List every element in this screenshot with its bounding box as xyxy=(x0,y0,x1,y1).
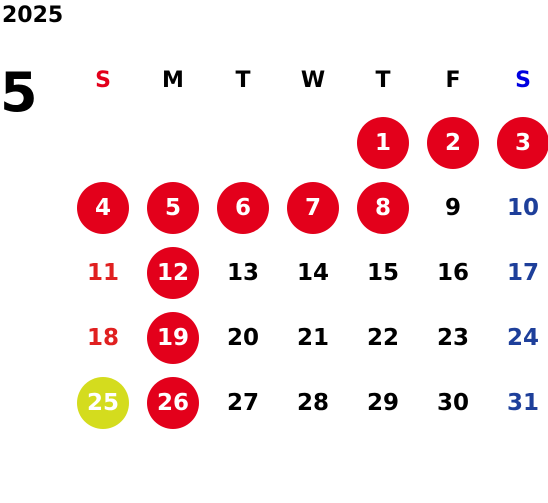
day-cell[interactable]: 12 xyxy=(138,240,208,305)
day-cell[interactable]: 16 xyxy=(418,240,488,305)
day-cell[interactable]: 14 xyxy=(278,240,348,305)
day-cell[interactable]: 23 xyxy=(418,305,488,370)
day-cell[interactable]: 3 xyxy=(488,110,548,175)
day-cell[interactable]: 5 xyxy=(138,175,208,240)
day-cell[interactable]: 31 xyxy=(488,370,548,435)
day-highlight-circle: 19 xyxy=(147,311,199,364)
day-highlight-circle: 8 xyxy=(357,181,409,234)
day-number: 28 xyxy=(296,389,329,416)
day-highlight-circle: 3 xyxy=(497,116,548,169)
day-cell[interactable]: 21 xyxy=(278,305,348,370)
day-cell[interactable]: 7 xyxy=(278,175,348,240)
day-cell[interactable]: 15 xyxy=(348,240,418,305)
day-number: 24 xyxy=(506,324,539,351)
day-number: 15 xyxy=(366,259,399,286)
day-cell[interactable]: 8 xyxy=(348,175,418,240)
day-number: 31 xyxy=(506,389,539,416)
day-cell[interactable]: 18 xyxy=(68,305,138,370)
day-number: 23 xyxy=(436,324,469,351)
day-number: 30 xyxy=(436,389,469,416)
day-highlight-circle: 4 xyxy=(77,181,129,234)
day-number: 10 xyxy=(506,194,539,221)
day-highlight-circle: 7 xyxy=(287,181,339,234)
day-number: 21 xyxy=(296,324,329,351)
day-cell[interactable]: 1 xyxy=(348,110,418,175)
empty-cell xyxy=(208,110,278,175)
weekday-label: S xyxy=(95,67,111,93)
day-number: 17 xyxy=(506,259,539,286)
day-highlight-circle: 2 xyxy=(427,116,479,169)
day-cell[interactable]: 6 xyxy=(208,175,278,240)
day-number: 18 xyxy=(86,324,119,351)
empty-cell xyxy=(138,110,208,175)
day-cell[interactable]: 29 xyxy=(348,370,418,435)
day-number: 16 xyxy=(436,259,469,286)
day-cell[interactable]: 25 xyxy=(68,370,138,435)
weekday-label: T xyxy=(235,67,251,93)
day-highlight-circle: 1 xyxy=(357,116,409,169)
day-highlight-circle: 5 xyxy=(147,181,199,234)
week-row: 18 19 20 21 22 23 24 xyxy=(68,305,548,370)
day-cell[interactable]: 30 xyxy=(418,370,488,435)
day-cell[interactable]: 26 xyxy=(138,370,208,435)
day-cell[interactable]: 20 xyxy=(208,305,278,370)
day-cell[interactable]: 28 xyxy=(278,370,348,435)
day-cell[interactable]: 4 xyxy=(68,175,138,240)
empty-cell xyxy=(278,110,348,175)
day-number: 29 xyxy=(366,389,399,416)
weekday-label: S xyxy=(515,67,531,93)
day-cell[interactable]: 19 xyxy=(138,305,208,370)
day-cell[interactable]: 22 xyxy=(348,305,418,370)
weekday-label: F xyxy=(445,67,461,93)
day-cell[interactable]: 2 xyxy=(418,110,488,175)
weekday-label: M xyxy=(162,67,184,93)
day-cell[interactable]: 27 xyxy=(208,370,278,435)
day-cell[interactable]: 10 xyxy=(488,175,548,240)
weekday-label: T xyxy=(375,67,391,93)
day-highlight-circle: 6 xyxy=(217,181,269,234)
day-cell[interactable]: 17 xyxy=(488,240,548,305)
day-number: 9 xyxy=(444,194,461,221)
day-highlight-circle: 25 xyxy=(77,376,129,429)
day-number: 20 xyxy=(226,324,259,351)
week-row: 25 26 27 28 29 30 31 xyxy=(68,370,548,435)
day-cell[interactable]: 24 xyxy=(488,305,548,370)
day-cell[interactable]: 11 xyxy=(68,240,138,305)
week-row: 11 12 13 14 15 16 17 xyxy=(68,240,548,305)
calendar-month: 5 xyxy=(0,61,38,124)
day-cell[interactable]: 13 xyxy=(208,240,278,305)
day-cell[interactable]: 9 xyxy=(418,175,488,240)
empty-cell xyxy=(68,110,138,175)
day-number: 13 xyxy=(226,259,259,286)
day-number: 22 xyxy=(366,324,399,351)
day-number: 14 xyxy=(296,259,329,286)
weekday-label: W xyxy=(300,67,326,93)
day-number: 11 xyxy=(86,259,119,286)
day-number: 27 xyxy=(226,389,259,416)
day-highlight-circle: 12 xyxy=(147,246,199,299)
day-highlight-circle: 26 xyxy=(147,376,199,429)
calendar-year: 2025 xyxy=(2,3,64,28)
